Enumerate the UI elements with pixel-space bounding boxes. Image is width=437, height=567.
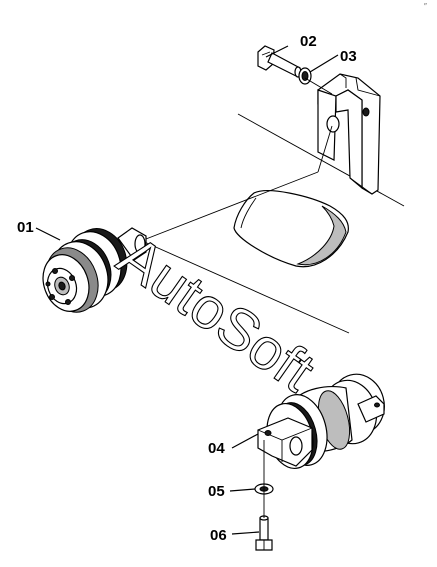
callout-05: 05 <box>208 483 225 500</box>
leader-03 <box>309 54 339 73</box>
leader-02 <box>265 51 277 58</box>
alignment-line <box>304 77 333 95</box>
leader-05 <box>229 488 256 492</box>
callout-02: 02 <box>300 33 317 50</box>
roller-bracket <box>317 73 381 195</box>
leader-04 <box>231 433 259 449</box>
track-frame <box>139 73 405 334</box>
leader-02 <box>275 45 289 53</box>
corner-mark: ″ <box>424 2 427 11</box>
leader-01 <box>35 227 61 241</box>
track-roller-assembly <box>257 373 385 469</box>
alignment-line <box>127 171 319 247</box>
callout-04: 04 <box>208 440 225 457</box>
washer-03 <box>298 67 312 85</box>
callout-06: 06 <box>210 527 227 544</box>
track-roller-01 <box>42 227 147 313</box>
callout-01: 01 <box>17 219 34 236</box>
bolt-06 <box>255 515 273 551</box>
callout-03: 03 <box>340 48 357 65</box>
alignment-line <box>317 125 333 173</box>
leader-06 <box>231 531 260 535</box>
